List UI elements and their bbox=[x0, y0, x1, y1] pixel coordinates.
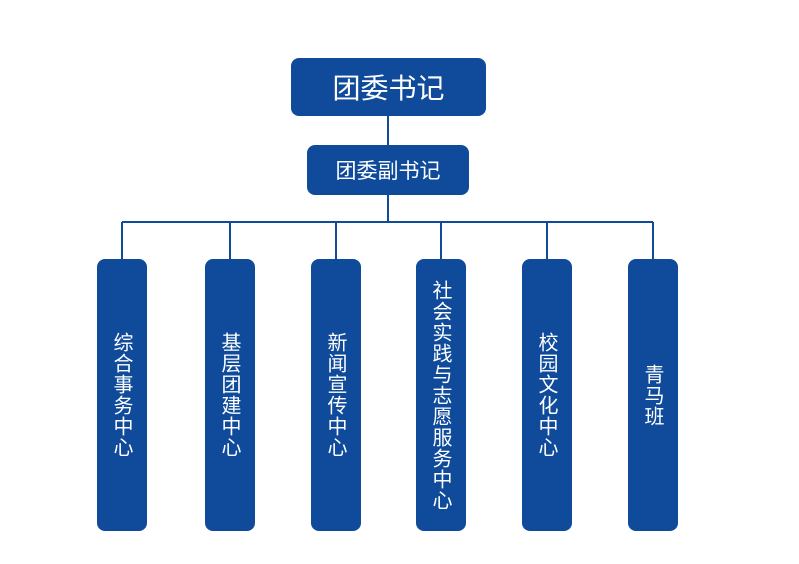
deputy-node-label: 团委副书记 bbox=[335, 159, 441, 183]
department-node-1: 综合事务中心 bbox=[97, 259, 147, 531]
department-label: 校园文化中心 bbox=[535, 332, 559, 458]
root-node-secretary: 团委书记 bbox=[291, 58, 486, 116]
department-node-5: 校园文化中心 bbox=[522, 259, 572, 531]
department-label: 社会实践与志愿服务中心 bbox=[429, 279, 453, 511]
department-label: 基层团建中心 bbox=[218, 332, 242, 458]
department-label: 青马班 bbox=[641, 363, 665, 427]
department-node-2: 基层团建中心 bbox=[205, 259, 255, 531]
department-node-3: 新闻宣传中心 bbox=[311, 259, 361, 531]
deputy-node: 团委副书记 bbox=[307, 145, 469, 195]
department-label: 综合事务中心 bbox=[110, 332, 134, 458]
department-label: 新闻宣传中心 bbox=[324, 332, 348, 458]
department-node-6: 青马班 bbox=[628, 259, 678, 531]
root-node-label: 团委书记 bbox=[332, 72, 445, 105]
department-node-4: 社会实践与志愿服务中心 bbox=[416, 259, 466, 531]
